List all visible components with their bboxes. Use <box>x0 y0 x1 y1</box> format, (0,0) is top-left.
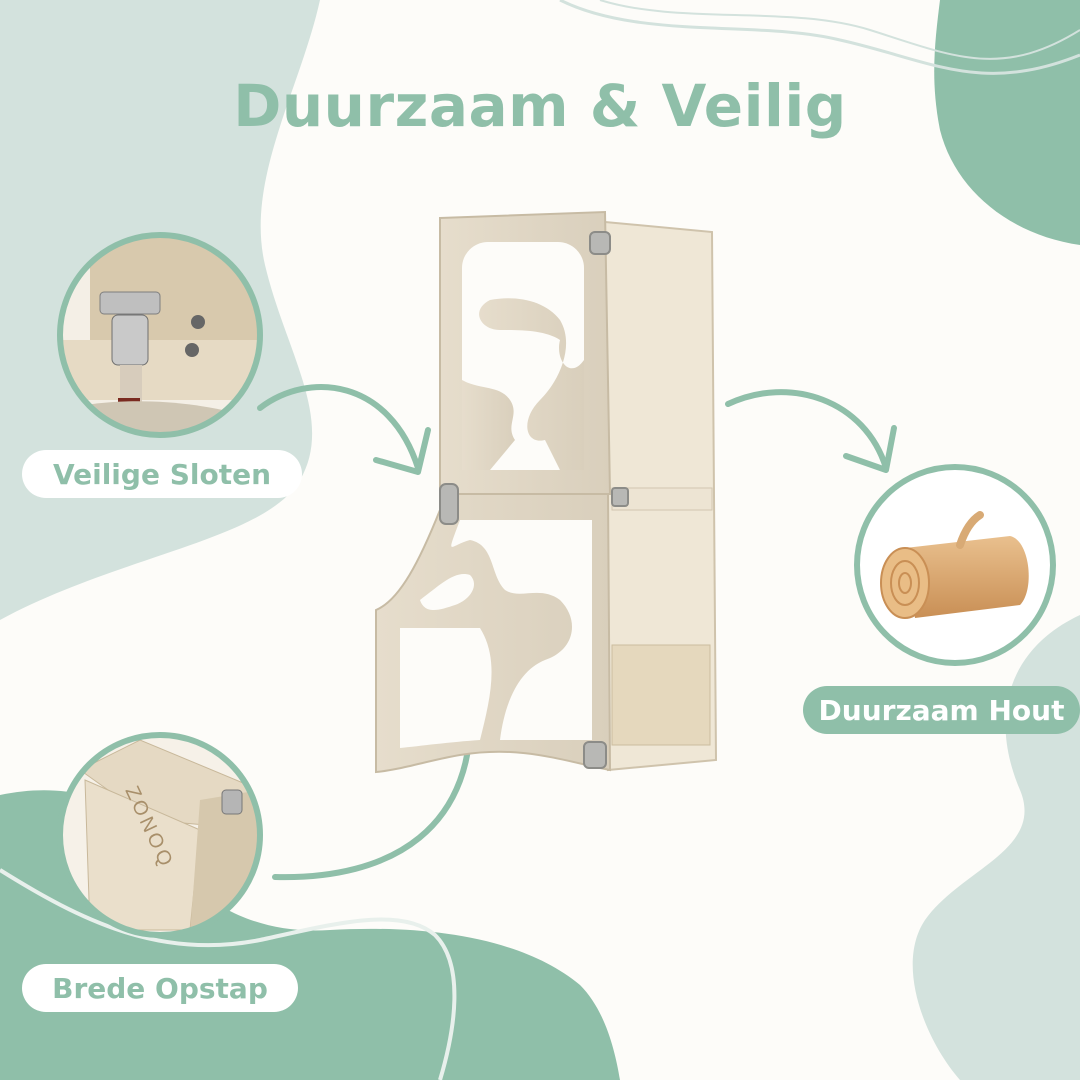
wood-log-icon <box>854 464 1056 666</box>
arrow-to-latch <box>257 384 431 475</box>
tower-back-frame <box>507 220 718 772</box>
decor-line-top-1 <box>559 0 1080 75</box>
feature-label-veilige-sloten: Veilige Sloten <box>22 450 302 498</box>
blob-right-top <box>934 0 1080 245</box>
feature-label-duurzaam-hout: Duurzaam Hout <box>803 686 1080 734</box>
tower-upper-frame <box>439 210 612 495</box>
wide-step-closeup-icon: ZONOQ <box>57 732 263 938</box>
latch-closeup-icon <box>57 232 263 438</box>
arrow-to-wood <box>725 389 897 473</box>
tower-hinges <box>439 231 629 769</box>
feature-label-brede-opstap: Brede Opstap <box>22 964 298 1012</box>
decor-line-bottom <box>0 868 457 1080</box>
decor-line-top-2 <box>599 0 1080 60</box>
page-title: Duurzaam & Veilig <box>233 72 847 140</box>
tower-lower-frame <box>375 493 612 774</box>
